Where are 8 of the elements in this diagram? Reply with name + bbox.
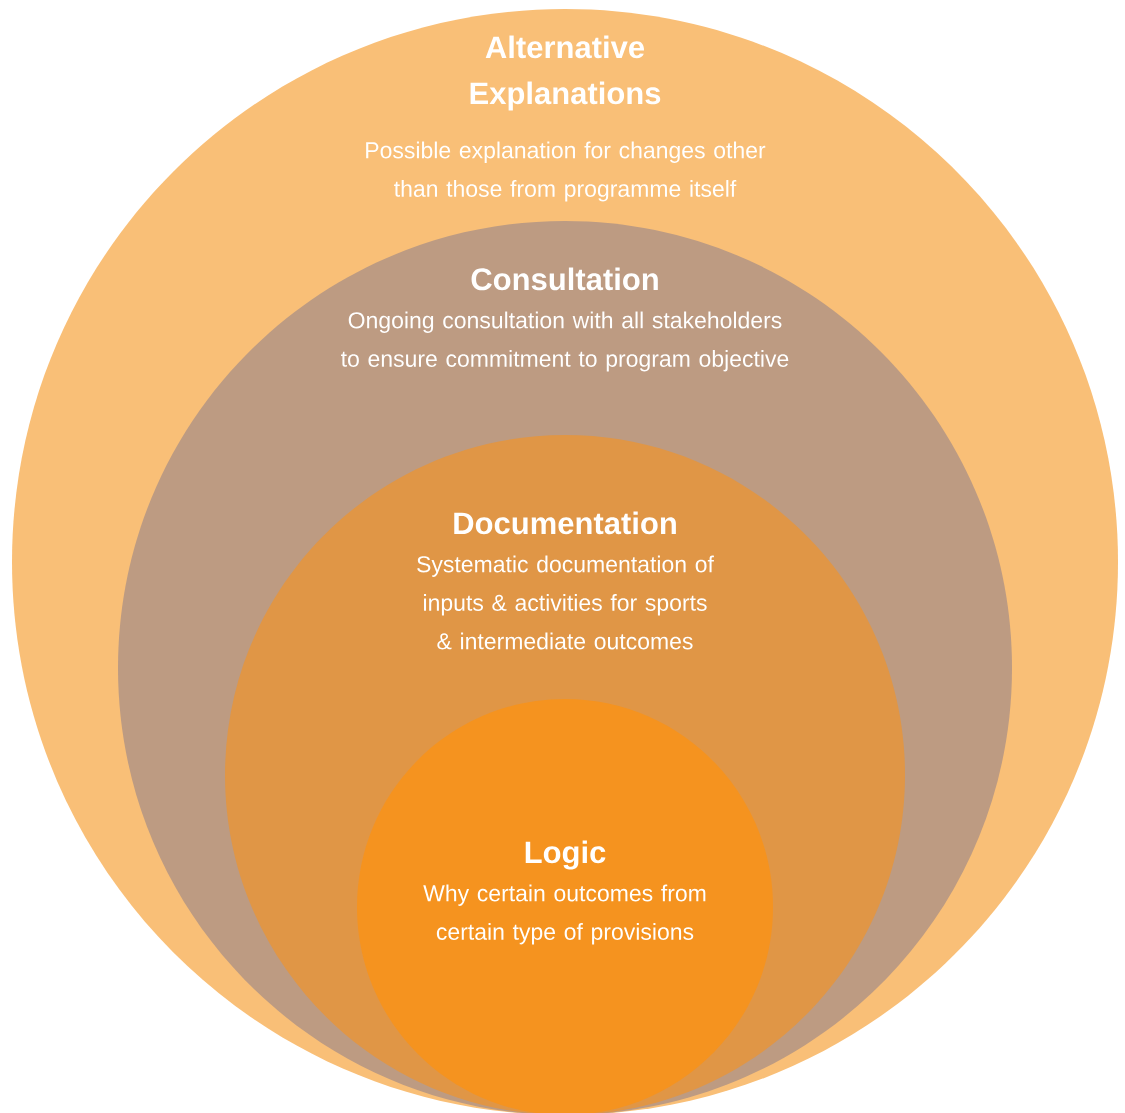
ring-description: Ongoing consultation with all stakeholders to ensure commitment to program objective <box>341 311 789 372</box>
ring-title: Documentation <box>454 511 676 535</box>
ring-title: Alternative Explanations <box>470 35 661 111</box>
ring-title: Logic <box>525 840 606 870</box>
ring-description: Systematic documentation of inputs & activities for sports & intermediate outcomes <box>417 555 714 650</box>
ring-description: Possible explanation for changes other than those from programme itself <box>366 141 766 202</box>
ring-title: Consultation <box>471 267 658 291</box>
ring-description: Why certain outcomes from certain type of provisions <box>423 884 706 945</box>
